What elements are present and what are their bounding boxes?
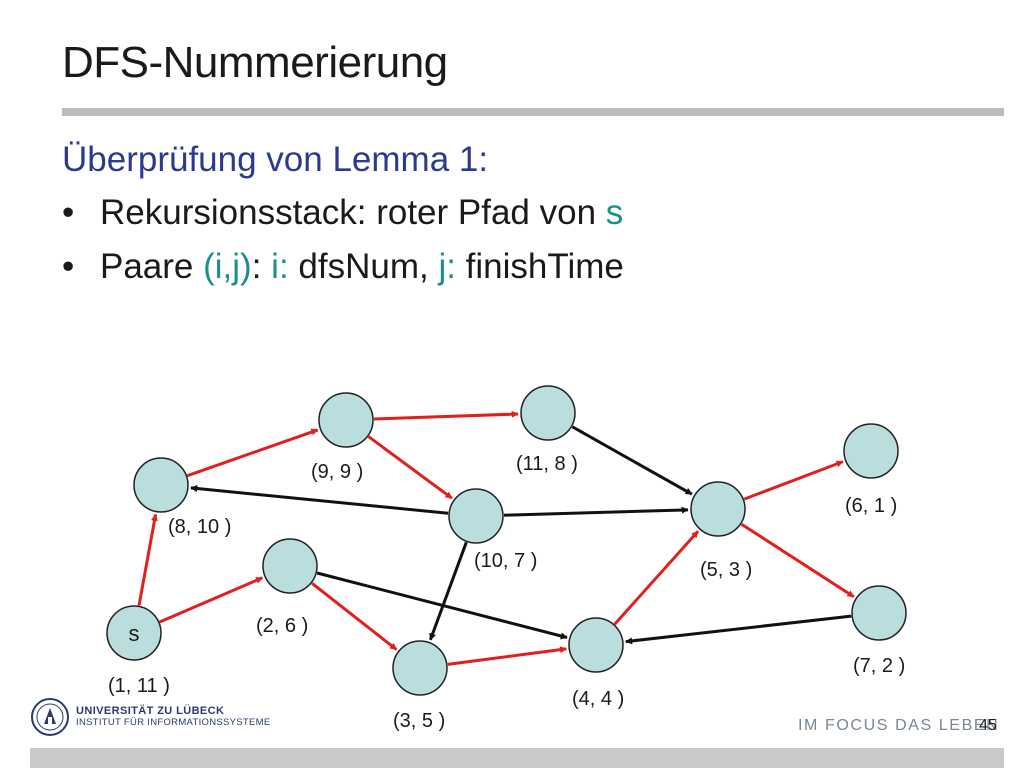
bullet-text: Rekursionsstack: roter Pfad von <box>100 193 606 232</box>
bullet-text: dfsNum, <box>288 247 439 286</box>
tree-edge-n9-n11 <box>373 410 519 421</box>
node-pair-label-s: (1, 11 ) <box>108 675 170 697</box>
footer-bar <box>30 748 1004 768</box>
bullet-highlight-j: j: <box>438 247 456 286</box>
tree-edge-n4-n5 <box>613 530 700 626</box>
bullet-dot: • <box>62 247 75 286</box>
edge-n7-n4 <box>625 614 852 645</box>
edge-n10-n3 <box>428 541 468 641</box>
bullet-text: : <box>251 247 272 286</box>
bullet-text: Paare <box>100 247 204 286</box>
node-pair-label-n11: (11, 8 ) <box>516 453 578 475</box>
bullet-highlight-s: s <box>605 193 624 232</box>
graph-node-n4 <box>568 617 624 673</box>
node-pair-label-n9: (9, 9 ) <box>311 461 363 483</box>
node-pair-label-n2: (2, 6 ) <box>256 615 308 637</box>
slide-subtitle: Überprüfung von Lemma 1: <box>62 140 489 179</box>
bullet-dot: • <box>62 193 75 232</box>
tree-edge-s-n2 <box>159 576 264 624</box>
graph-node-n7 <box>851 585 907 641</box>
bullet-item-pairs: • Paare (i,j): i: dfsNum, j: finishTime <box>62 246 624 300</box>
start-node-label: s <box>129 621 140 646</box>
page-number: 45 <box>979 717 997 734</box>
institute-name: INSTITUT FÜR INFORMATIONSSYSTEME <box>76 717 271 728</box>
node-pair-label-n6: (6, 1 ) <box>845 495 897 517</box>
graph-node-n11 <box>520 385 576 441</box>
bullet-item-recursion-stack: • Rekursionsstack: roter Pfad von s <box>62 192 624 246</box>
graph-node-n6 <box>843 423 899 479</box>
node-pair-label-n5: (5, 3 ) <box>700 559 752 581</box>
tree-edge-n8-n9 <box>186 428 319 478</box>
graph-node-n8 <box>133 457 189 513</box>
node-pair-label-n8: (8, 10 ) <box>168 516 231 538</box>
node-pair-label-n3: (3, 5 ) <box>393 710 445 732</box>
edge-n10-n5 <box>503 506 689 517</box>
graph-node-s <box>106 605 162 661</box>
university-name: UNIVERSITÄT ZU LÜBECK <box>76 705 225 717</box>
tree-edge-n2-n3 <box>311 582 398 651</box>
tree-edge-s-n8 <box>137 513 158 606</box>
tree-edge-n5-n6 <box>743 460 844 501</box>
graph-node-n2 <box>262 538 318 594</box>
tree-edge-n3-n4 <box>447 646 567 666</box>
graph-node-n10 <box>448 488 504 544</box>
bullet-list: • Rekursionsstack: roter Pfad von s • Pa… <box>62 192 624 300</box>
tree-edge-n9-n10 <box>367 435 453 500</box>
graph-node-n5 <box>690 481 746 537</box>
bullet-highlight-i: i: <box>271 247 289 286</box>
slide-title: DFS-Nummerierung <box>62 38 448 87</box>
tree-edge-n5-n7 <box>740 522 855 598</box>
node-pair-label-n7: (7, 2 ) <box>853 655 905 677</box>
bullet-highlight-pair: (i,j) <box>203 247 252 286</box>
node-pair-label-n10: (10, 7 ) <box>474 550 537 572</box>
edge-n2-n4 <box>316 571 568 640</box>
university-logo: UNIVERSITÄT ZU LÜBECK INSTITUT FÜR INFOR… <box>30 697 271 737</box>
edge-n11-n5 <box>571 425 693 496</box>
slogan: IM FOCUS DAS LEBEN <box>798 717 1000 734</box>
university-seal-icon <box>31 698 69 736</box>
graph-node-n3 <box>392 640 448 696</box>
node-pair-label-n4: (4, 4 ) <box>572 688 624 710</box>
edge-n10-n8 <box>190 485 449 515</box>
graph-node-n9 <box>318 392 374 448</box>
bullet-text: finishTime <box>455 247 624 286</box>
title-divider <box>62 108 1004 116</box>
